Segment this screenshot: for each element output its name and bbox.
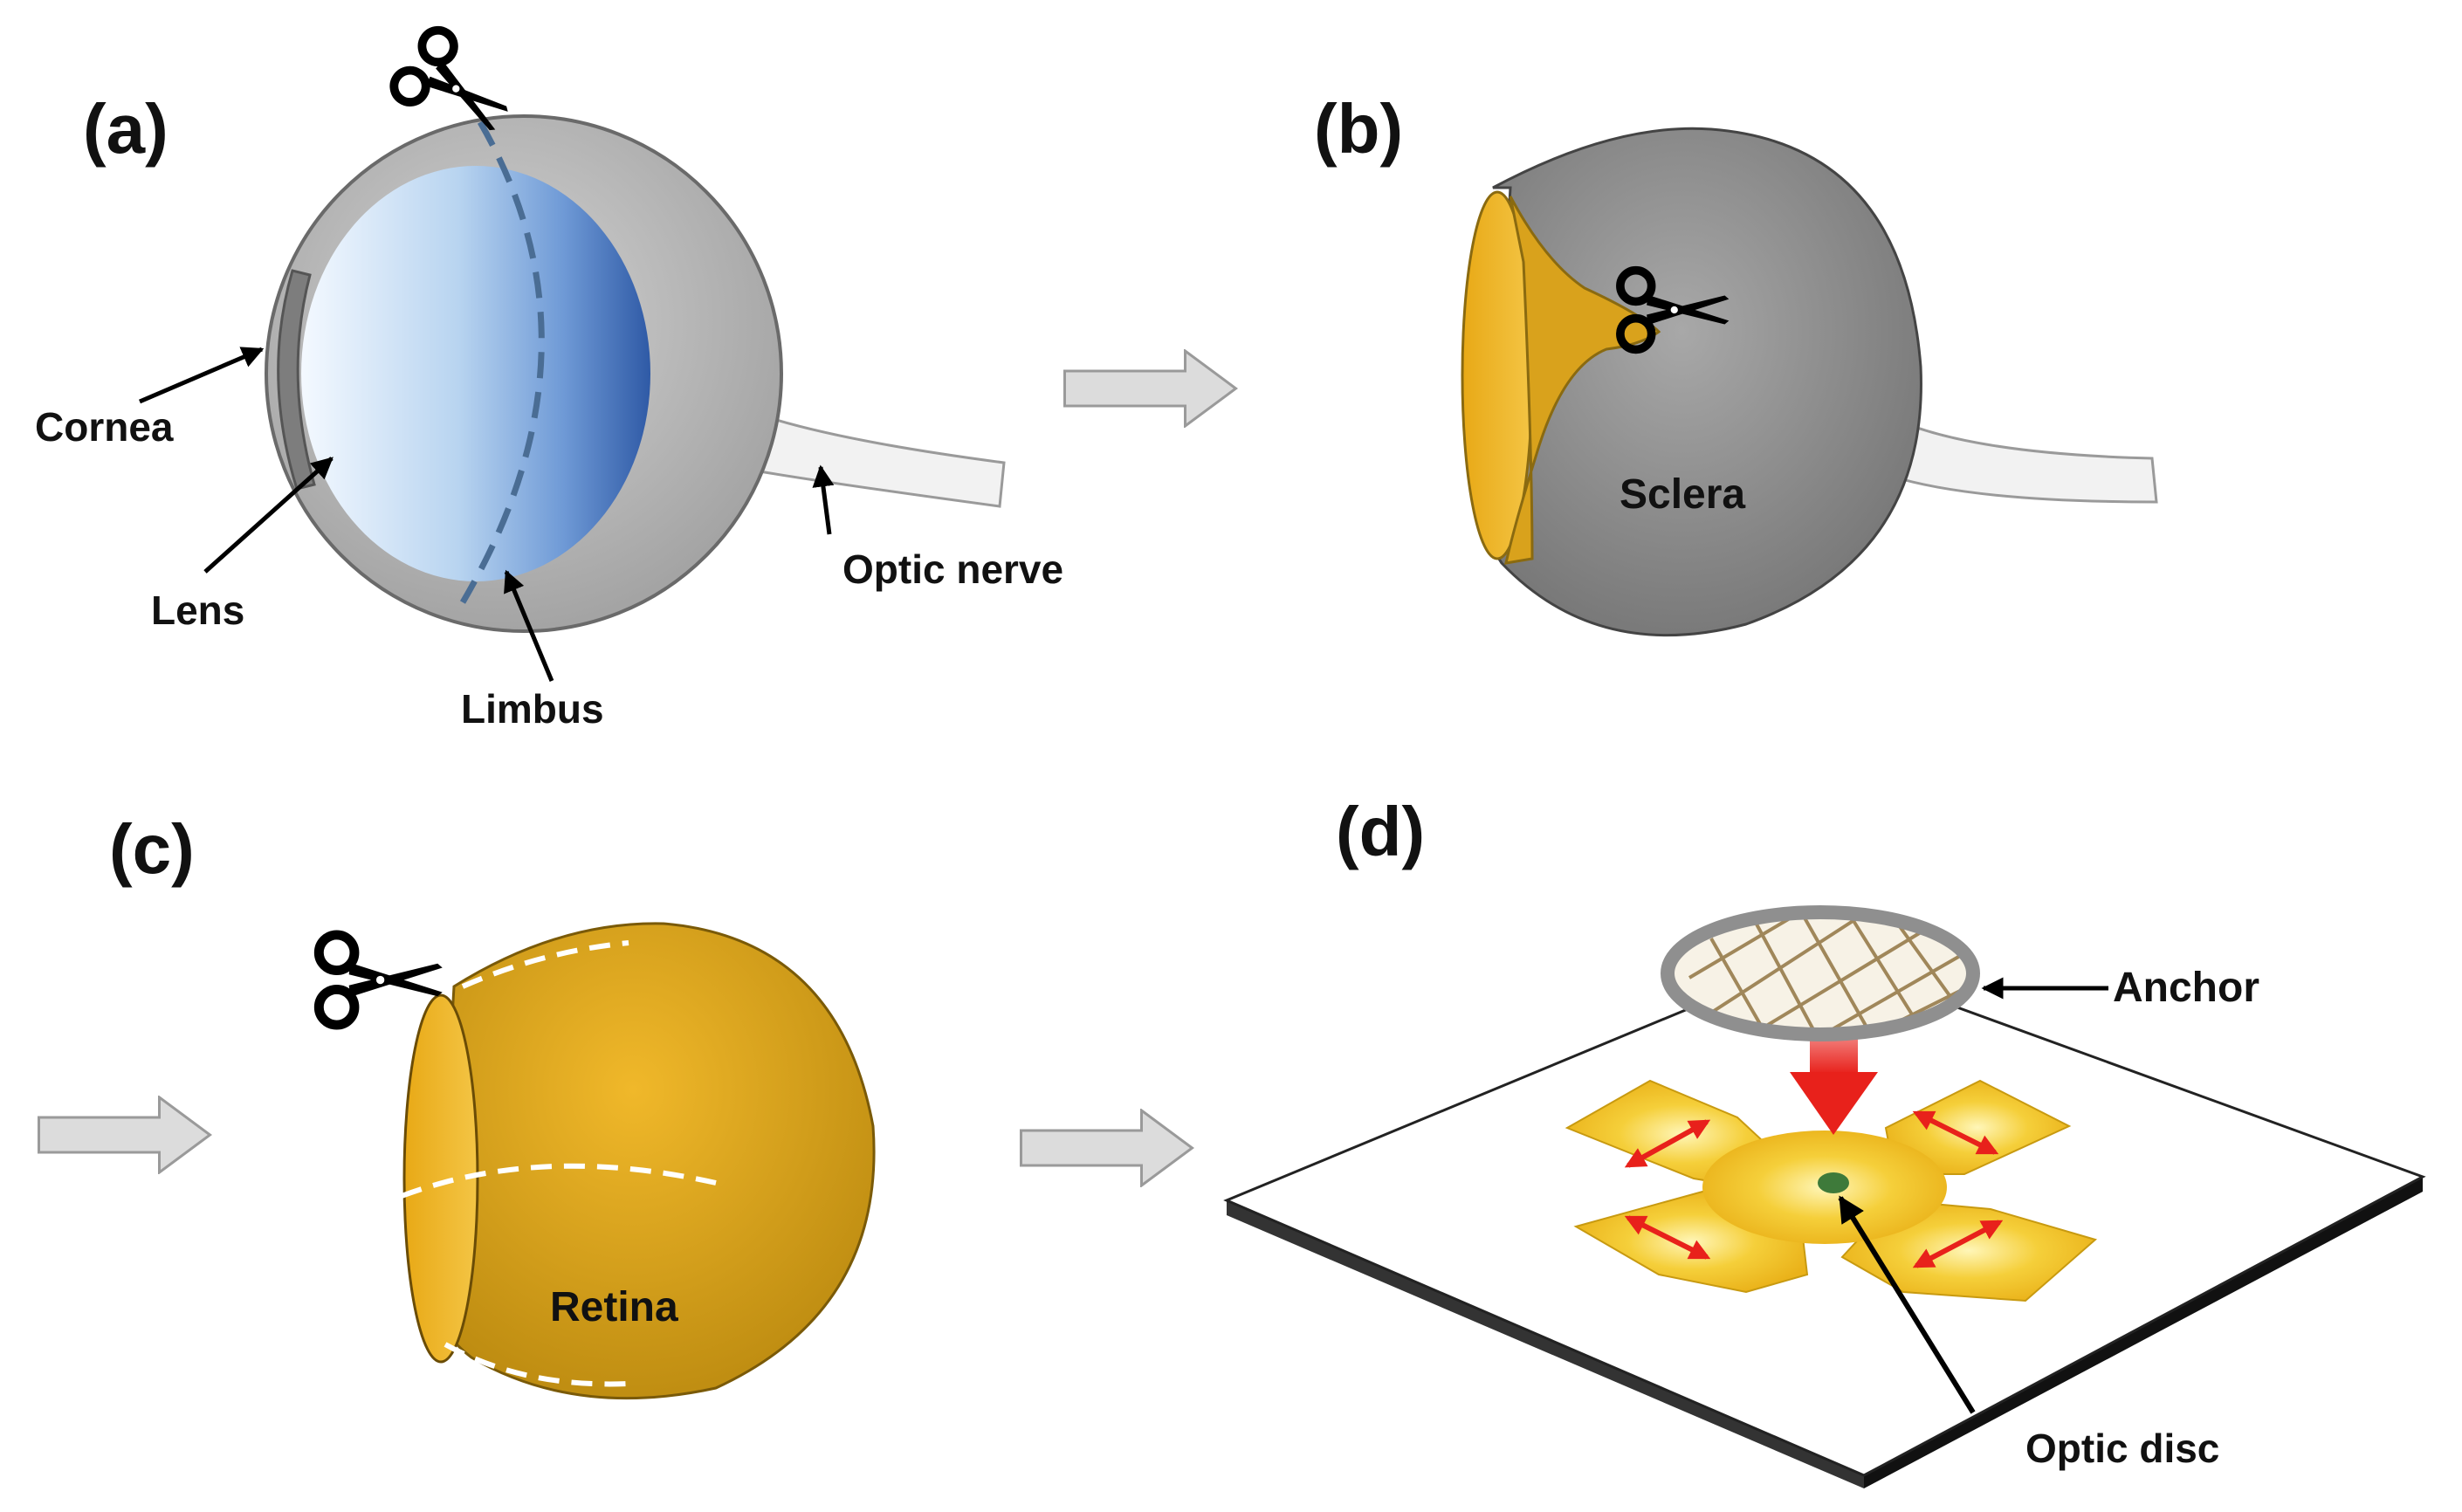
retina-flap-shape [1504, 196, 1661, 565]
flow-arrow-icon [37, 1096, 212, 1174]
optic-nerve-pointer [812, 464, 835, 535]
panel-c: (c) Retina [109, 810, 876, 1400]
cut-line-middle [400, 1163, 717, 1199]
limbus-label: Limbus [461, 686, 604, 732]
panel-d-label: (d) [1336, 793, 1425, 870]
optic-nerve-shape [1888, 416, 2158, 504]
cornea-pointer [139, 347, 265, 404]
spreading-arrow-icon [1624, 1119, 1711, 1168]
optic-disc-shape [1818, 1172, 1849, 1193]
panel-c-label: (c) [109, 810, 195, 888]
panel-b-label: (b) [1314, 90, 1403, 168]
flow-arrow-icon [1019, 1109, 1194, 1187]
sclera-label: Sclera [1620, 471, 1745, 518]
scissors-icon [319, 935, 442, 1025]
lens-shape [301, 166, 650, 581]
cornea-shape [277, 269, 316, 491]
retina-label: Retina [550, 1284, 678, 1330]
spreading-arrow-icon [1912, 1220, 2004, 1268]
anchor-label: Anchor [2113, 965, 2259, 1011]
anchor-shape [1661, 905, 1980, 1041]
retina-opening-rim [402, 993, 479, 1364]
panel-a: (a) Cornea Lens Limbus Optic nerve [35, 24, 1063, 732]
optic-disc-label: Optic disc [2025, 1426, 2219, 1471]
slide-side [1227, 1200, 1864, 1488]
limbus-cut-line [459, 120, 545, 604]
lens-pointer [203, 457, 334, 574]
slide-side-right [1864, 1177, 2423, 1488]
lens-label: Lens [151, 588, 244, 633]
flow-arrow-icon [1063, 349, 1238, 428]
limbus-pointer [504, 569, 554, 682]
cut-line-top [461, 940, 629, 989]
optic-disc-pointer [1838, 1195, 1976, 1414]
sclera-shape [1484, 127, 1922, 637]
cornea-label: Cornea [35, 404, 174, 450]
spreading-arrow-icon [1624, 1215, 1711, 1260]
spreading-arrow-icon [1912, 1110, 1999, 1155]
panel-d: (d) [1223, 793, 2426, 1488]
optic-nerve-shape [758, 412, 1006, 508]
panel-a-label: (a) [83, 90, 168, 168]
retina-shape [435, 922, 876, 1400]
panel-b: (b) Sclera [1314, 90, 2158, 637]
optic-nerve-label: Optic nerve [842, 546, 1063, 592]
